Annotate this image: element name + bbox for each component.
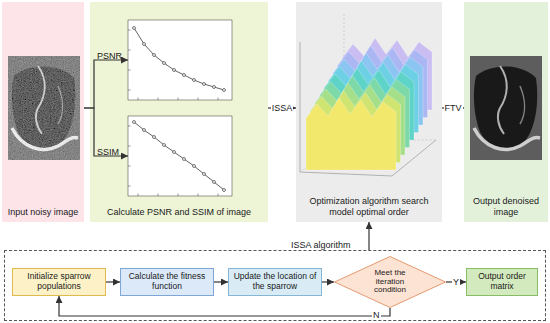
frame-title: ISSA algorithm — [291, 240, 351, 250]
arrow-label: Y — [452, 277, 460, 287]
psnr-curve — [134, 28, 224, 90]
label-anchor: FTV — [444, 97, 463, 115]
flow-arrow — [368, 222, 369, 250]
stage-panel: Optimization algorithm search model opti… — [296, 2, 442, 222]
arrow-label: N — [372, 310, 381, 320]
process-box: Update the location of the sparrow — [228, 268, 322, 296]
algorithm-frame: ISSA algorithmInitialize sparrow populat… — [4, 250, 546, 321]
flow-arrow — [84, 108, 128, 156]
ssim-plot-frame — [128, 116, 232, 196]
flow-arrow — [84, 60, 128, 108]
label-anchor: N — [372, 304, 381, 322]
box-text: Output order matrix — [470, 272, 534, 292]
flow-arrow — [322, 281, 334, 282]
panel-caption: Calculate PSNR and SSIM of image — [107, 207, 251, 217]
panel-caption: Output denoised image — [468, 196, 544, 217]
diamond-text: Meet the iteration condition — [367, 269, 413, 295]
flow-arrow — [59, 296, 390, 316]
stage-panel: Output denoised image — [464, 2, 548, 222]
chart-box: PSNR — [128, 20, 232, 100]
connector-group — [59, 60, 466, 316]
panel-caption: Input noisy image — [8, 207, 79, 217]
denoised-shade — [470, 56, 542, 160]
flow-arrow — [214, 281, 228, 282]
chart-label: SSIM — [97, 147, 119, 157]
process-box: Initialize sparrow populations — [12, 268, 106, 296]
psnr-plot-frame — [128, 20, 232, 100]
noisy-ultrasound — [8, 56, 80, 160]
box-text: Initialize sparrow populations — [16, 272, 102, 292]
chart-box: SSIM — [128, 116, 232, 196]
decision-diamond: Meet the iteration condition — [334, 256, 446, 308]
label-anchor: ISSA — [271, 97, 294, 115]
process-box: Output order matrix — [466, 268, 538, 296]
label-anchor: Y — [452, 271, 460, 289]
flow-arrow — [106, 281, 120, 282]
stage-panel: Calculate PSNR and SSIM of image PSNR SSIM — [90, 2, 268, 222]
denoised-ultrasound — [470, 56, 542, 160]
box-text: Calculate the fitness function — [124, 272, 210, 292]
arrow-label: FTV — [444, 103, 463, 113]
process-box: Calculate the fitness function — [120, 268, 214, 296]
ssim-curve — [134, 122, 224, 190]
arrow-label: ISSA — [271, 103, 294, 113]
chart-label: PSNR — [97, 51, 122, 61]
panel-caption: Optimization algorithm search model opti… — [300, 196, 438, 217]
stage-panel: Input noisy image — [2, 2, 84, 222]
box-text: Update the location of the sparrow — [232, 272, 318, 292]
surface-plot — [300, 12, 436, 176]
